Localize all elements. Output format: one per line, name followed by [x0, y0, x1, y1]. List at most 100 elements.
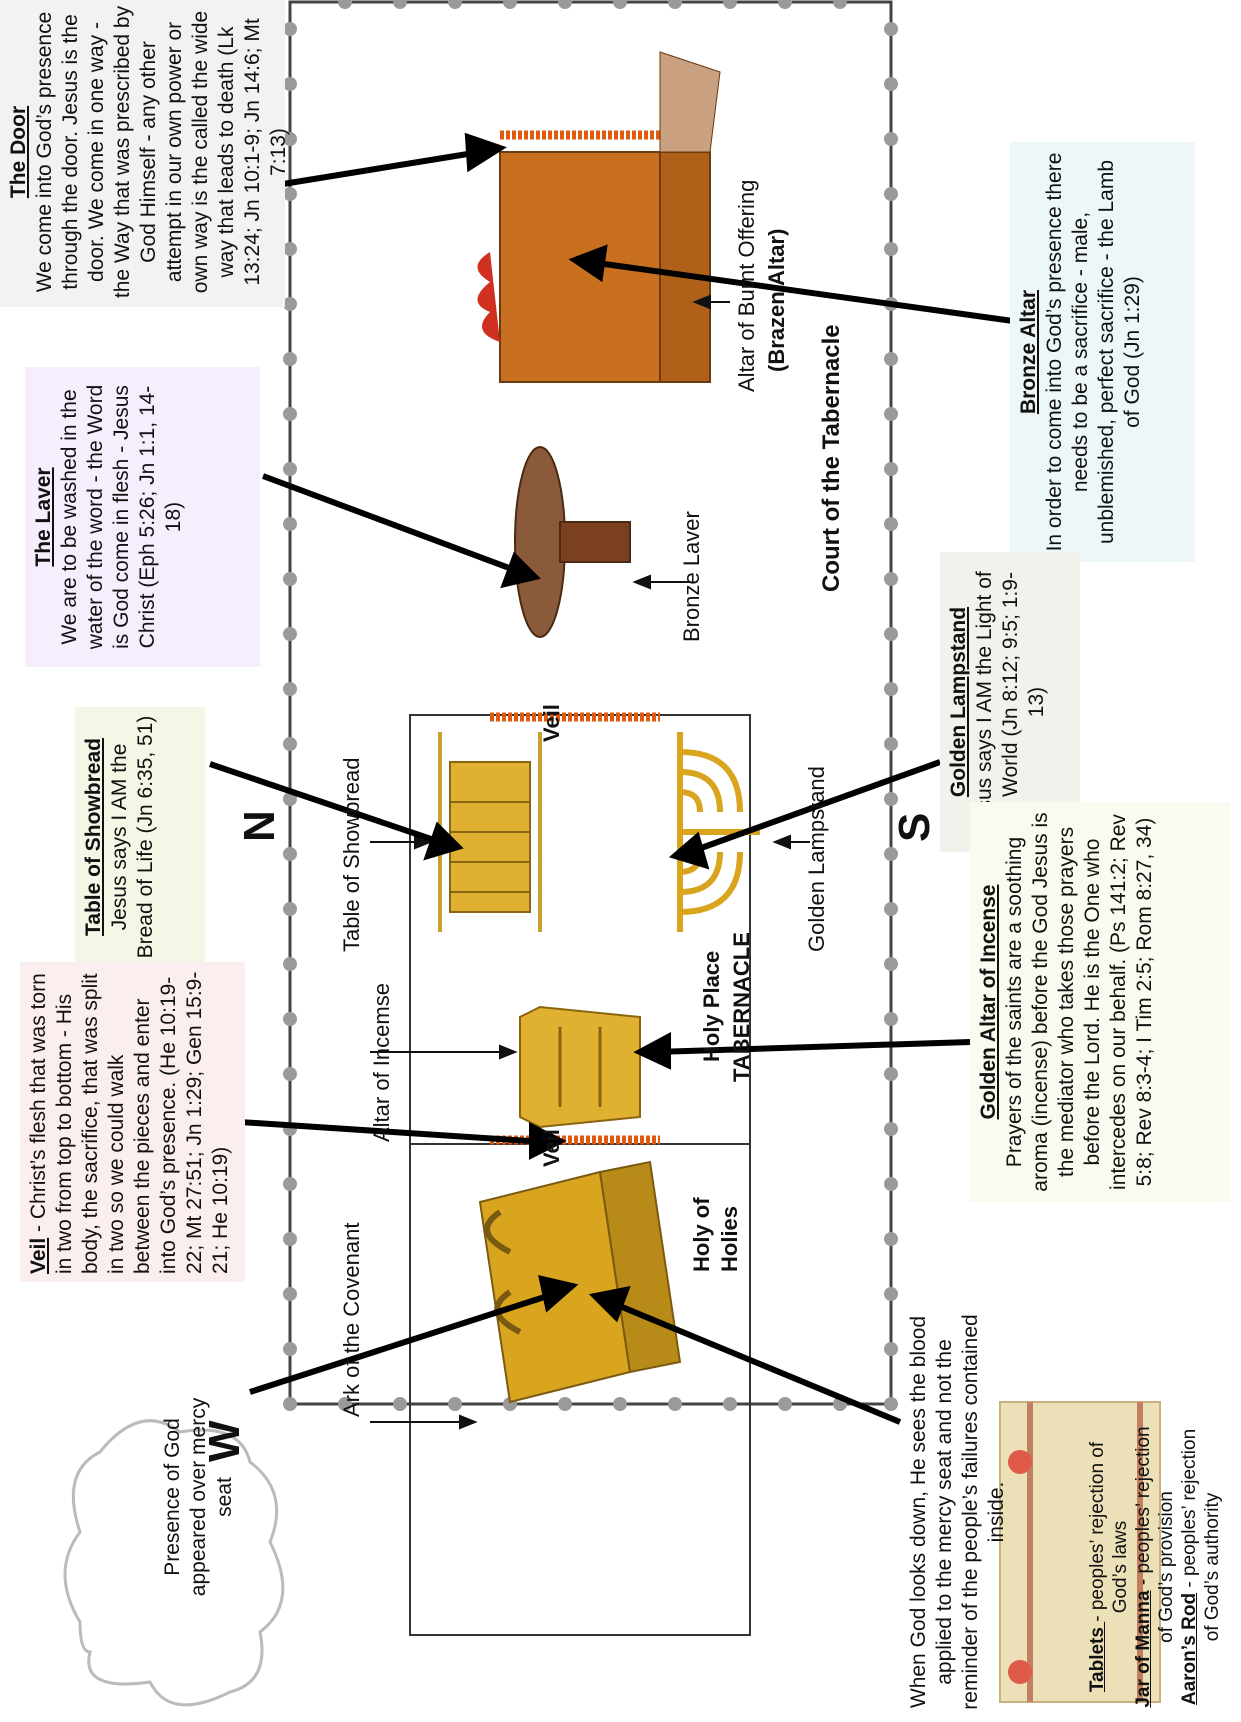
bronze-altar-icon	[477, 51, 721, 383]
altar-burnt-offering-label: Altar of Burnt Offering	[734, 179, 759, 392]
bronze-laver-icon	[514, 446, 631, 638]
bronze-altar-note: Bronze Altar In order to come into God’s…	[1010, 142, 1195, 562]
court-fence	[288, 0, 893, 1406]
fence-post	[884, 737, 898, 751]
inner-veil-label: Veil	[539, 1129, 564, 1167]
fence-post	[668, 1397, 682, 1411]
veil-note-title: Veil	[27, 1237, 50, 1274]
fence-post	[283, 1232, 297, 1246]
fence-post	[283, 407, 297, 421]
fence-post	[884, 1012, 898, 1026]
direction-north: N	[235, 810, 284, 842]
mercy-seat-note: When God looks down, He sees the blood a…	[900, 1302, 1010, 1722]
tabernacle-label: TABERNACLE	[729, 932, 754, 1082]
altar-incense-label: Altar of Incemse	[369, 983, 394, 1142]
incense-note-title: Golden Altar of Incense	[977, 884, 1000, 1120]
fence-post	[884, 1067, 898, 1081]
tablets-title: Tablets	[1087, 1621, 1108, 1693]
label-pointers	[370, 294, 810, 1430]
laver-note-text: We are to be washed in the water of the …	[58, 384, 185, 650]
door-note-title: The Door	[7, 105, 30, 199]
fence-post	[884, 1232, 898, 1246]
fence-post	[283, 242, 297, 256]
veil-note-text: - Christ’s flesh that was torn in two fr…	[27, 971, 232, 1274]
fence-post	[778, 1397, 792, 1411]
golden-lampstand-label: Golden Lampstand	[804, 766, 829, 952]
incense-note-text: Prayers of the saints are a soothing aro…	[1003, 812, 1156, 1192]
fence-post	[884, 572, 898, 586]
fence-post	[338, 0, 352, 9]
fence-post	[338, 1397, 352, 1411]
ark-contents-illustration	[999, 1401, 1161, 1703]
fence-post	[833, 0, 847, 9]
door-note-text: We come into God’s presence through the …	[33, 5, 290, 299]
fence-post	[884, 352, 898, 366]
fence-post	[283, 187, 297, 201]
brazen-altar-label: (Brazen Altar)	[764, 228, 789, 372]
tablets-text: - peoples’ rejection of God’s laws	[1087, 1441, 1131, 1622]
fence-post	[668, 0, 682, 9]
fence-post	[283, 1177, 297, 1191]
veil-note: Veil - Christ’s flesh that was torn in t…	[20, 962, 245, 1282]
mercy-seat-note-text: When God looks down, He sees the blood a…	[907, 1314, 1008, 1710]
fence-post	[283, 352, 297, 366]
fence-post	[393, 0, 407, 9]
holy-of-holies-label-1: Holy of	[689, 1197, 714, 1272]
fence-post	[884, 517, 898, 531]
fence-post	[884, 792, 898, 806]
fence-post	[283, 957, 297, 971]
fence-post	[283, 737, 297, 751]
fence-post	[884, 1177, 898, 1191]
fence-post	[884, 132, 898, 146]
callout-arrows	[209, 132, 1021, 1425]
fence-post	[884, 682, 898, 696]
fence-post	[503, 0, 517, 9]
fence-post	[283, 627, 297, 641]
court-label: Court of the Tabernacle	[818, 324, 845, 592]
showbread-note: Table of Showbread Jesus says I AM the B…	[75, 707, 205, 967]
cloud-shape	[63, 1419, 285, 1707]
fence-post	[884, 1122, 898, 1136]
fence-post	[283, 297, 297, 311]
fence-post	[613, 0, 627, 9]
fence-post	[283, 1342, 297, 1356]
fence-post	[884, 957, 898, 971]
fence-post	[884, 462, 898, 476]
fence-post	[884, 1287, 898, 1301]
fence-post	[283, 1397, 297, 1411]
laver-note: The Laver We are to be washed in the wat…	[25, 367, 260, 667]
fence-post	[283, 132, 297, 146]
fence-post	[558, 1397, 572, 1411]
lampstand-note-title: Golden Lampstand	[947, 606, 970, 798]
fence-post	[283, 1067, 297, 1081]
fence-post	[723, 1397, 737, 1411]
fence-post	[283, 1287, 297, 1301]
fence-post	[884, 22, 898, 36]
fence-post	[558, 0, 572, 9]
fence-post	[283, 462, 297, 476]
fence-post	[283, 77, 297, 91]
altar-of-incense-icon	[519, 1005, 641, 1129]
fence-post	[448, 1397, 462, 1411]
fence-post	[283, 1012, 297, 1026]
holy-of-holies-label-2: Holies	[717, 1205, 742, 1272]
laver-note-title: The Laver	[32, 467, 55, 567]
fence-post	[884, 627, 898, 641]
showbread-note-title: Table of Showbread	[82, 738, 105, 936]
fence-post	[283, 572, 297, 586]
fence-post	[283, 902, 297, 916]
ark-contents-note: Tablets - peoples’ rejection of God’s la…	[1080, 1412, 1240, 1722]
fence-post	[778, 0, 792, 9]
fence-post	[884, 242, 898, 256]
door-note: The Door We come into God’s presence thr…	[0, 0, 290, 307]
fence-post	[283, 847, 297, 861]
fence-post	[884, 77, 898, 91]
fence-post	[884, 1342, 898, 1356]
fence-post	[448, 0, 462, 9]
bronze-laver-label: Bronze Laver	[679, 511, 704, 642]
fence-post	[884, 902, 898, 916]
fence-post	[884, 407, 898, 421]
